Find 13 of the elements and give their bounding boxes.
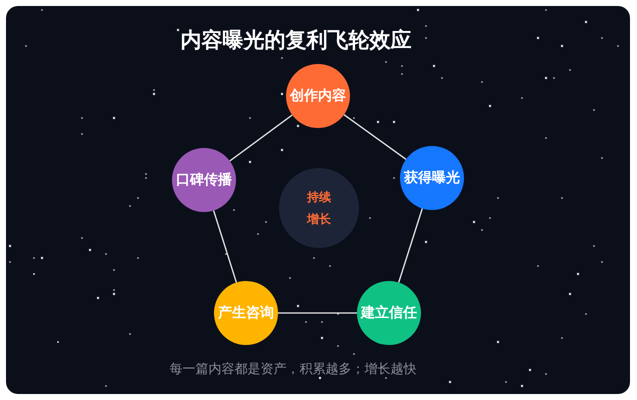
process-circle: 产生咨询 [214,281,278,345]
connector-line [229,114,293,162]
title: 内容曝光的复利飞轮效应 [180,27,412,54]
process-circle: 创作内容 [286,64,350,128]
connector-line [213,210,237,283]
connector-line [398,208,423,283]
connector-line [344,114,406,160]
process-circle: 口碑传播 [172,148,236,212]
connector-line [278,312,357,314]
caption: 每一篇内容都是资产，积累越多；增长越快 [168,361,418,378]
process-circle: 获得曝光 [400,146,464,210]
process-circle: 建立信任 [357,281,421,345]
center-circle: 持续增长 [279,168,359,248]
